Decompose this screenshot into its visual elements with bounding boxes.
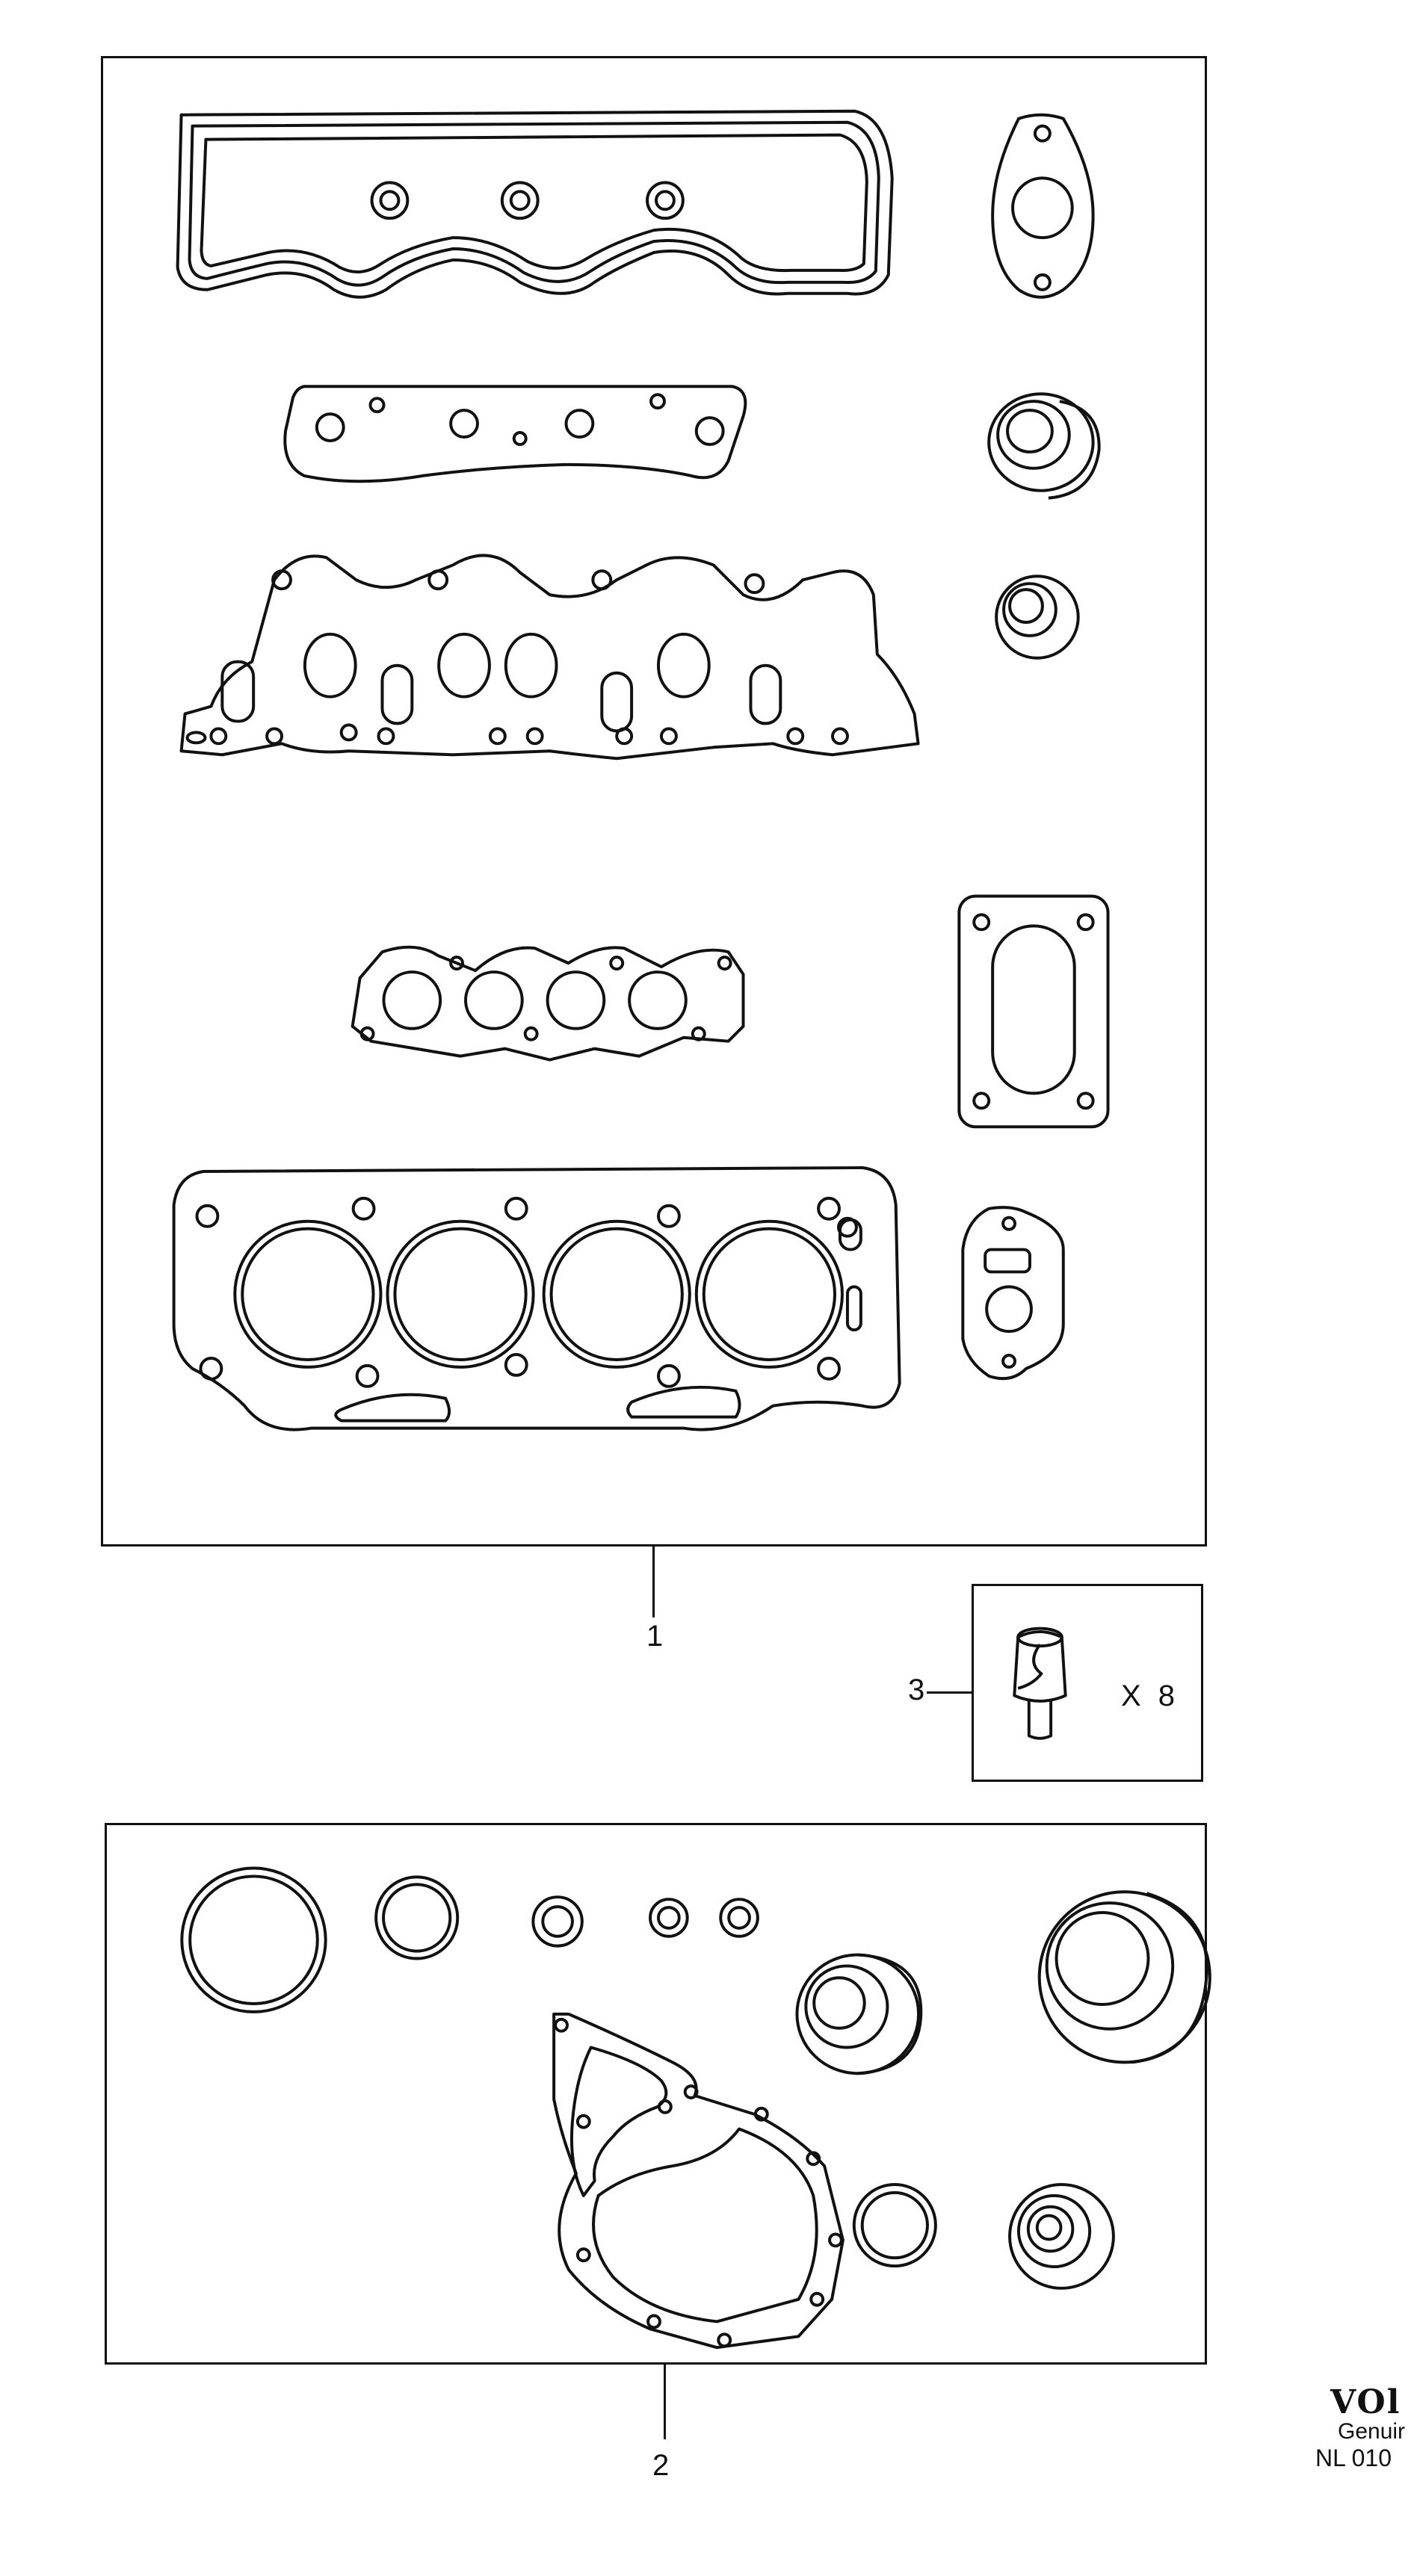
o-rings-small	[531, 1895, 759, 1948]
valve-stem-seal-small	[995, 575, 1080, 660]
intake-plate-gasket	[283, 385, 747, 483]
gasket-set-1-drawing	[172, 109, 1110, 1431]
valve-cover-gasket	[176, 109, 894, 299]
item-3-panel	[972, 1584, 1203, 1782]
brand-tagline: Genuir	[1338, 2419, 1406, 2444]
leader-line-1	[652, 1546, 655, 1617]
diagram-reference-code: NL 010	[1315, 2445, 1392, 2471]
carburettor-flange-gasket	[957, 894, 1110, 1129]
valve-stem-seal-large	[987, 392, 1101, 500]
quantity-label-3: X 8	[1121, 1679, 1180, 1712]
callout-number-1: 1	[646, 1620, 664, 1653]
flange-gasket-oval	[991, 113, 1095, 299]
water-pump-gasket	[552, 2012, 845, 2350]
gasket-set-1-panel	[101, 56, 1207, 1546]
callout-number-3: 3	[908, 1674, 925, 1706]
leader-line-3	[927, 1691, 972, 1694]
plug-insert	[1013, 1626, 1067, 1740]
manifold-gasket	[179, 554, 920, 761]
gasket-set-2-drawing	[180, 1866, 1211, 2350]
o-ring-medium	[852, 2183, 937, 2268]
leader-line-2	[664, 2365, 666, 2439]
shaft-seal-small	[1008, 2183, 1115, 2290]
shaft-seal-medium	[795, 1953, 923, 2075]
item-3-drawing	[1013, 1626, 1067, 1740]
callout-number-2: 2	[652, 2449, 670, 2482]
exhaust-manifold-gasket	[351, 945, 745, 1062]
o-rings-large	[180, 1866, 460, 2013]
cylinder-head-gasket	[172, 1166, 901, 1431]
shaft-seal-large	[1037, 1890, 1211, 2064]
water-outlet-gasket	[961, 1206, 1065, 1381]
gasket-set-2-panel	[105, 1823, 1211, 2365]
brand-logo-text: VOl	[1330, 2383, 1401, 2421]
